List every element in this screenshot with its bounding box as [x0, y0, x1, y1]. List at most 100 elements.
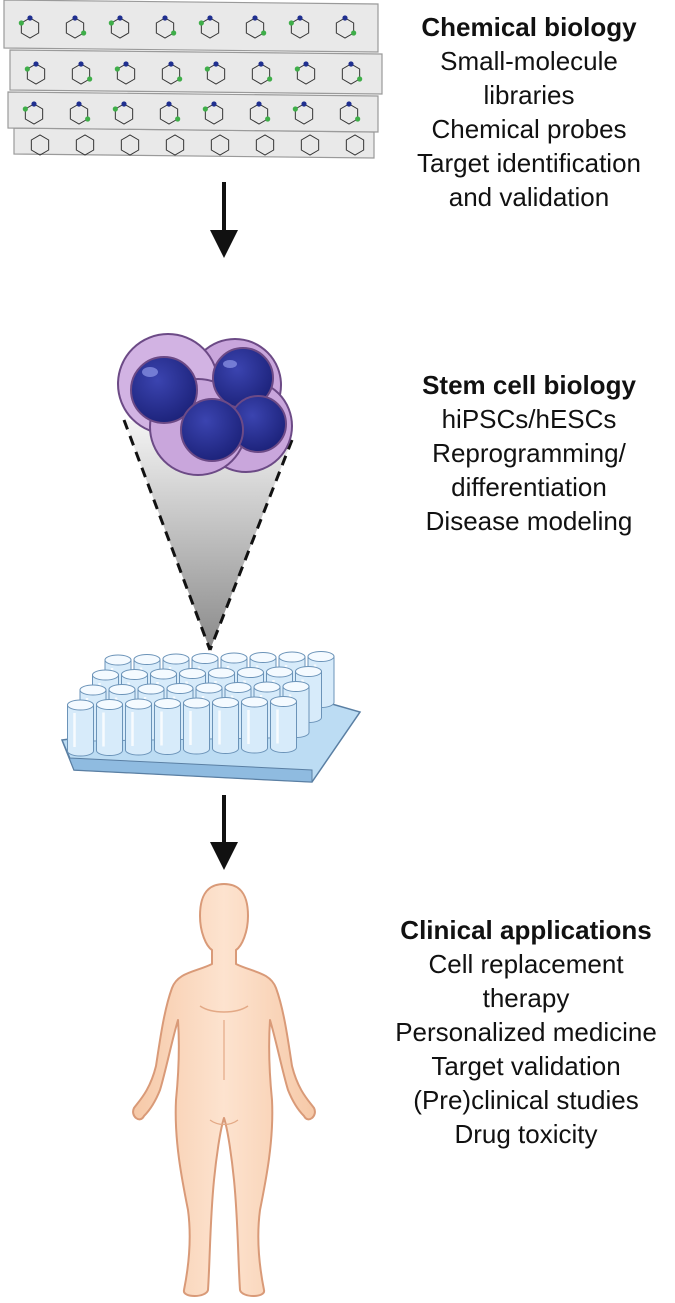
well-top	[137, 683, 165, 695]
atom-dot	[175, 116, 181, 122]
molecule-ring	[341, 63, 361, 85]
atom-dot	[211, 101, 217, 107]
atom-dot	[114, 66, 120, 72]
well-wall	[125, 703, 152, 756]
atom-dot	[168, 61, 174, 67]
atom-dot	[81, 30, 87, 36]
well-top	[191, 653, 219, 664]
atom-dot	[267, 76, 273, 82]
atom-dot	[256, 101, 262, 107]
atom-dot	[177, 76, 183, 82]
well-top	[150, 668, 177, 680]
atom-dot	[297, 15, 303, 21]
molecule-ring	[335, 17, 355, 39]
chemical-item-2: libraries	[483, 80, 575, 110]
molecule-ring	[65, 17, 85, 39]
well-top	[241, 696, 268, 708]
chemical-item-5: and validation	[448, 182, 610, 212]
human-body-icon	[132, 883, 316, 1297]
well-top	[237, 667, 264, 678]
atom-dot	[33, 61, 39, 67]
atom-dot	[18, 20, 24, 26]
well-top	[195, 682, 223, 694]
molecule-ring	[249, 103, 269, 125]
well-top	[295, 666, 322, 677]
well-top	[266, 666, 293, 678]
library-sheet	[3, 0, 379, 53]
well-wall	[183, 702, 210, 755]
atom-dot	[292, 106, 298, 112]
library-sheet	[9, 49, 383, 95]
stem-item-3: differentiation	[451, 472, 607, 502]
atom-dot	[78, 61, 84, 67]
chemical-item-3: Chemical probes	[431, 114, 627, 144]
well-wall	[270, 701, 297, 753]
atom-dot	[108, 20, 114, 26]
clinical-item-5: (Pre)clinical studies	[413, 1085, 639, 1115]
atom-dot	[27, 15, 33, 21]
well-top	[278, 651, 306, 663]
atom-dot	[121, 101, 127, 107]
well-wall	[67, 704, 94, 757]
well-top	[183, 697, 210, 709]
atom-dot	[22, 106, 28, 112]
well-top	[249, 652, 277, 663]
stem-cell-biology-title: Stem cell biology	[422, 370, 636, 400]
chemical-item-1: Small-molecule	[440, 46, 618, 76]
atom-dot	[303, 61, 309, 67]
atom-dot	[87, 76, 93, 82]
atom-dot	[202, 106, 208, 112]
molecule-ring	[255, 134, 275, 156]
atom-dot	[31, 101, 37, 107]
well-top	[220, 652, 248, 664]
clinical-item-4: Target validation	[431, 1051, 621, 1081]
atom-dot	[288, 20, 294, 26]
well-top	[224, 682, 252, 693]
atom-dot	[204, 66, 210, 72]
compound-library-sheets-icon	[3, 0, 383, 159]
atom-dot	[76, 101, 82, 107]
stem-item-4: Disease modeling	[425, 506, 633, 536]
molecule-ring	[339, 103, 359, 125]
well-top	[79, 684, 107, 696]
well-top	[253, 681, 281, 693]
clinical-applications-title: Clinical applications	[400, 915, 652, 945]
stem-cell-cluster-icon	[117, 333, 293, 476]
molecule-ring	[75, 134, 95, 156]
well-wall	[96, 704, 123, 756]
zoom-cone	[122, 419, 294, 651]
stem-item-2: Reprogramming/	[432, 438, 626, 468]
atom-dot	[346, 101, 352, 107]
molecule-ring	[345, 134, 365, 156]
atom-dot	[85, 116, 91, 122]
well-top	[92, 669, 119, 681]
molecule-ring	[300, 134, 320, 156]
clinical-item-2: therapy	[482, 983, 570, 1013]
well-top	[270, 696, 297, 707]
chemical-item-4: Target identification	[416, 148, 642, 178]
atom-dot	[123, 61, 129, 67]
well-top	[166, 683, 194, 694]
down-arrow-icon	[210, 182, 238, 258]
multiwell-plate-icon	[60, 651, 362, 783]
molecule-ring	[71, 63, 91, 85]
molecule-ring	[161, 63, 181, 85]
molecule-ring	[245, 17, 265, 39]
atom-dot	[294, 66, 300, 72]
atom-dot	[213, 61, 219, 67]
atom-dot	[348, 61, 354, 67]
chemical-biology-panel: Chemical biology Small-molecule librarie…	[388, 10, 670, 214]
well-top	[108, 684, 136, 695]
well-wall	[154, 703, 181, 755]
atom-dot	[24, 66, 30, 72]
well-top	[162, 653, 190, 665]
atom-dot	[265, 116, 271, 122]
molecule-ring	[165, 134, 185, 156]
well-top	[208, 667, 235, 679]
plate-edge	[61, 739, 313, 783]
molecule-ring	[120, 134, 140, 156]
well-top	[212, 697, 239, 708]
molecule-ring	[210, 134, 230, 156]
well-top	[133, 654, 161, 665]
